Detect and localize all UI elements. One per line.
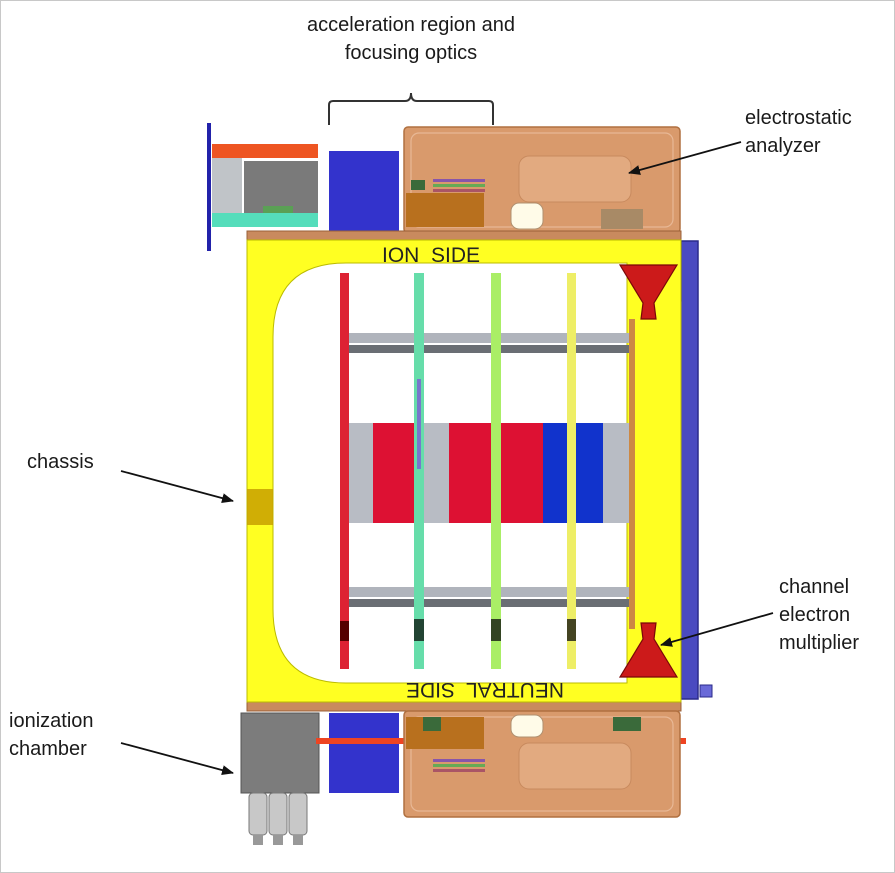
ionization-label-line2: chamber: [9, 738, 87, 760]
red-grid-electrode: [340, 273, 349, 669]
bottom-copper-housing: [403, 710, 681, 818]
collector-strip: [629, 319, 635, 629]
ion-side-label: ION SIDE: [382, 244, 480, 267]
electrostatic-label-line2: analyzer: [745, 135, 821, 157]
chassis-label-text: chassis: [27, 451, 94, 473]
filament-pins: [248, 792, 308, 845]
electrostatic-analyzer-label: electrostatic analyzer: [745, 104, 893, 160]
channel-label-line1: channel: [779, 576, 850, 598]
multiplier-arrow: [660, 612, 774, 647]
lens-stack: [349, 333, 629, 607]
channel-label-line2: electron: [779, 604, 851, 626]
ionization-arrow: [120, 742, 234, 775]
ionization-chamber-label: ionization chamber: [9, 707, 94, 763]
electrostatic-label-line1: electrostatic: [745, 107, 852, 129]
top-left-assembly: [207, 123, 318, 251]
channel-electron-multiplier-bottom: [618, 622, 679, 678]
yellow-grid-electrode: [567, 273, 576, 669]
ionization-label-line1: ionization: [9, 710, 94, 732]
top-copper-housing: [403, 126, 681, 234]
acceleration-label-line1: acceleration region and: [307, 14, 515, 36]
acceleration-bracket: [328, 92, 494, 125]
chassis-label: chassis: [27, 448, 94, 476]
channel-label-line3: multiplier: [779, 632, 860, 654]
top-blue-plate: [329, 151, 399, 231]
acceleration-label-line2: focusing optics: [344, 42, 478, 64]
channel-electron-multiplier-top: [618, 264, 679, 320]
green-grid-electrode: [414, 273, 424, 669]
chassis-arrow: [120, 470, 234, 503]
channel-electron-multiplier-label: channel electron multiplier: [779, 573, 891, 657]
acceleration-region-label: acceleration region and focusing optics: [263, 11, 559, 67]
lime-grid-electrode: [491, 273, 501, 669]
electrostatic-arrow: [628, 141, 742, 175]
neutral-side-label: NEUTRAL SIDE: [406, 678, 564, 701]
bottom-blue-plate: [329, 713, 399, 793]
ionization-chamber: [240, 712, 320, 794]
